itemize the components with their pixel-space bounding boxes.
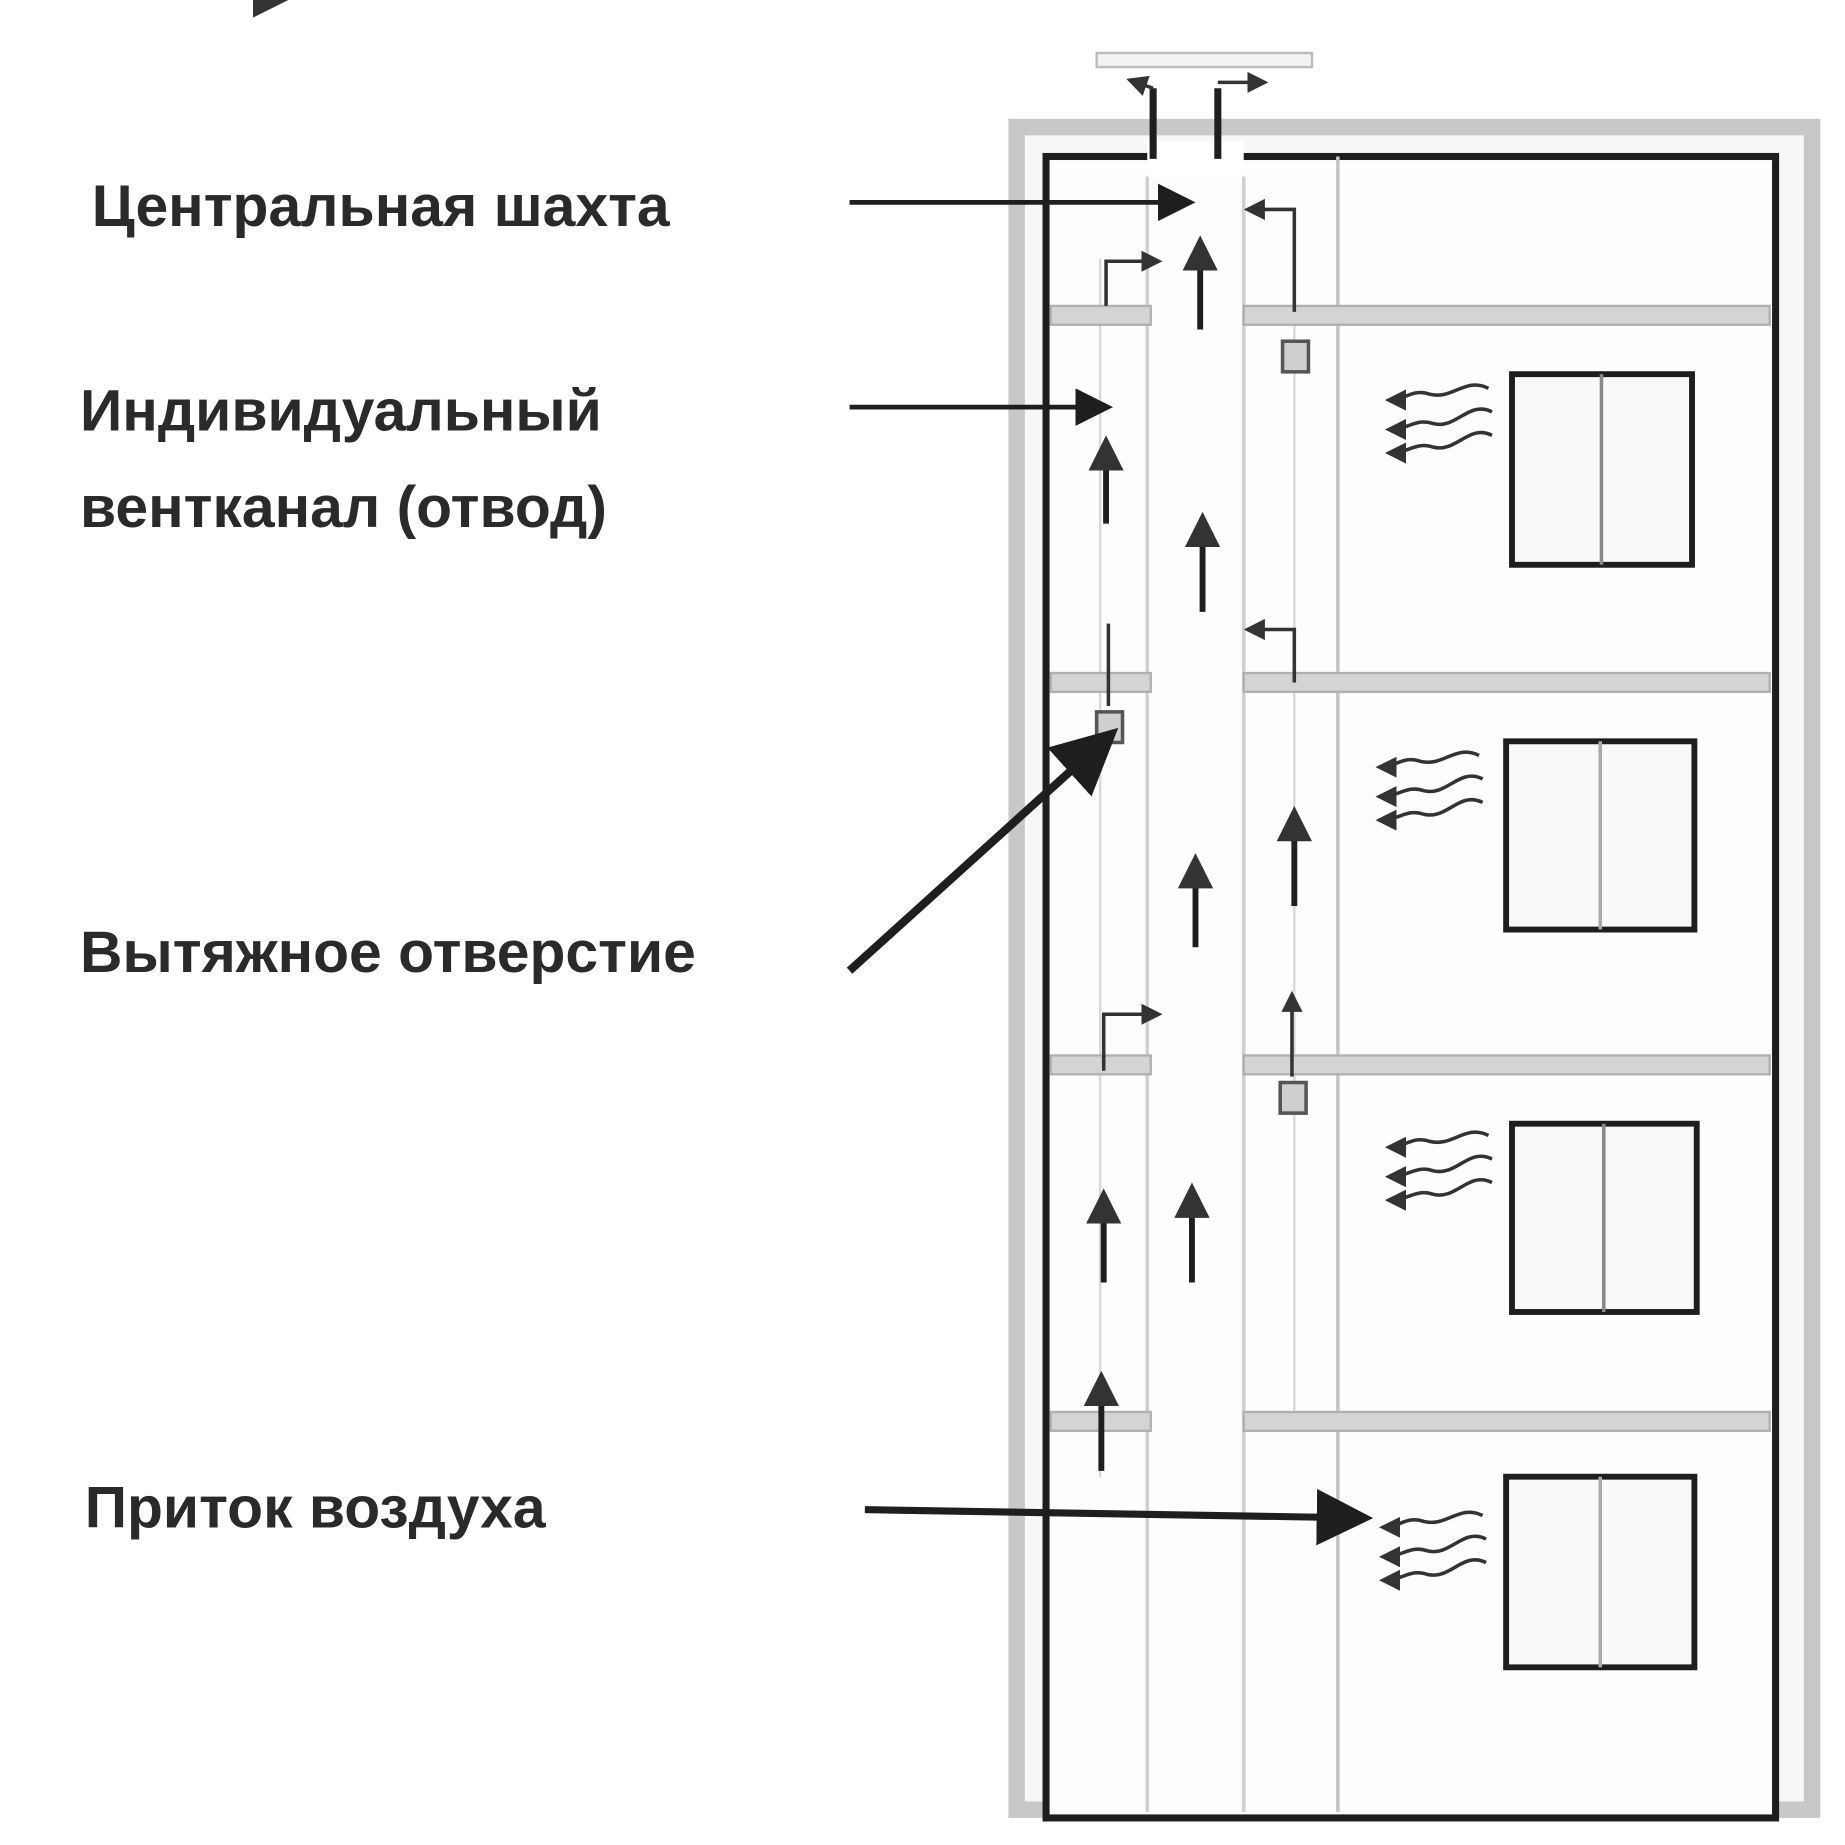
label-pointers xyxy=(846,183,1374,1546)
pointer-air-inflow xyxy=(864,1488,1374,1546)
windows xyxy=(1503,371,1700,1671)
airflow-up-arrows-icon xyxy=(1083,235,1312,1471)
label-central-shaft: Центральная шахта xyxy=(92,174,671,239)
inflow-wavy-arrows-icon xyxy=(1379,383,1492,1580)
label-air-inflow: Приток воздуха xyxy=(85,1475,547,1540)
duct-bend-arrows-icon xyxy=(1101,198,1303,1077)
label-exhaust-opening: Вытяжное отверстие xyxy=(80,920,696,985)
label-individual-duct-1: Индивидуальный xyxy=(80,379,602,444)
floor-slabs xyxy=(1049,304,1771,1432)
label-individual-duct-2: вентканал (отвод) xyxy=(80,475,607,540)
pointer-exhaust-opening xyxy=(846,727,1119,974)
roof-cap xyxy=(1095,51,1314,69)
